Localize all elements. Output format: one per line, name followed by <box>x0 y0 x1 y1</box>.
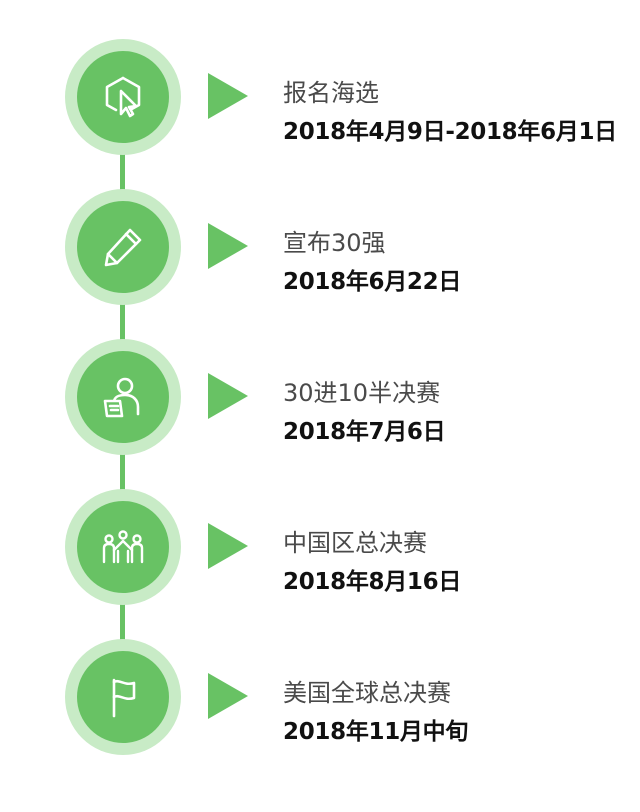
stage-arrow <box>208 223 248 269</box>
stage-icon-circle <box>77 651 169 743</box>
stage-icon-circle <box>77 501 169 593</box>
stage-date: 2018年6月22日 <box>283 269 462 295</box>
stage-date: 2018年7月6日 <box>283 419 446 445</box>
stage-title: 宣布30强 <box>283 229 386 257</box>
stage-date: 2018年4月9日-2018年6月1日 <box>283 119 617 145</box>
timeline-stage-registration: 报名海选 2018年4月9日-2018年6月1日 <box>0 22 640 172</box>
stage-title: 30进10半决赛 <box>283 379 441 407</box>
cursor-hexagon-icon <box>105 76 141 118</box>
stage-arrow <box>208 673 248 719</box>
stage-icon-circle <box>77 51 169 143</box>
stage-arrow <box>208 523 248 569</box>
flag-icon <box>112 678 136 718</box>
stage-arrow <box>208 373 248 419</box>
stage-title: 中国区总决赛 <box>283 529 427 557</box>
timeline-stage-semifinal: 30进10半决赛 2018年7月6日 <box>0 322 640 472</box>
person-clipboard-icon <box>103 377 140 418</box>
timeline-stage-top30: 宣布30强 2018年6月22日 <box>0 172 640 322</box>
stage-title: 美国全球总决赛 <box>283 679 451 707</box>
stage-date: 2018年11月中旬 <box>283 719 469 745</box>
stage-title: 报名海选 <box>283 79 379 107</box>
stage-icon-circle <box>77 351 169 443</box>
team-people-icon <box>102 530 144 564</box>
stage-icon-circle <box>77 201 169 293</box>
timeline-stage-china-final: 中国区总决赛 2018年8月16日 <box>0 472 640 622</box>
timeline-stage-global-final: 美国全球总决赛 2018年11月中旬 <box>0 622 640 772</box>
pencil-icon <box>104 228 142 267</box>
stage-date: 2018年8月16日 <box>283 569 462 595</box>
stage-arrow <box>208 73 248 119</box>
